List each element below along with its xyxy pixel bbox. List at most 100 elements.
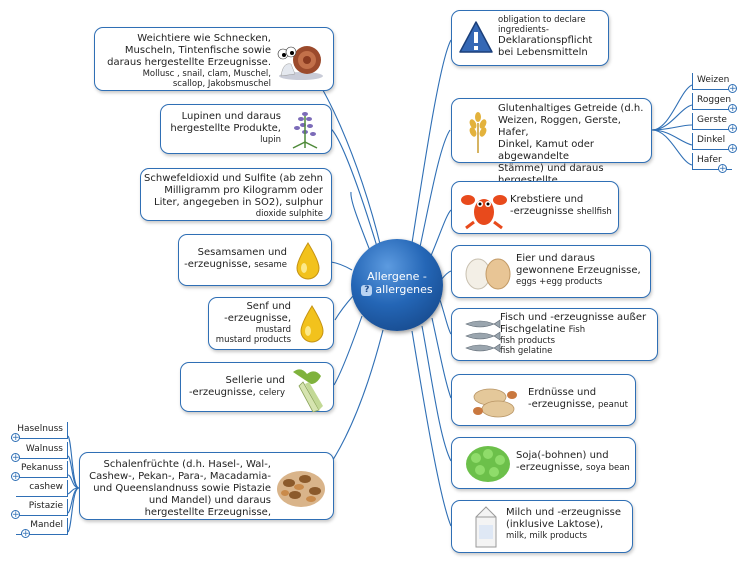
sesame-text-en: sesame — [254, 260, 287, 270]
subtopic-haselnuss[interactable]: Haselnuss — [11, 422, 68, 439]
sulphites-text-1: Schwefeldioxid und Sulfite (ab zehn — [144, 173, 323, 184]
topic-fish[interactable]: Fisch und -erzeugnisse außer Fischgelati… — [451, 308, 658, 361]
subtopic-roggen[interactable]: Roggen — [692, 93, 732, 110]
topic-lupin[interactable]: Lupinen und daraus hergestellte Produkte… — [160, 104, 332, 154]
branch-celery — [333, 315, 363, 386]
declaration-text-4: bei Lebensmitteln — [498, 47, 588, 58]
topic-sulphites[interactable]: Schwefeldioxid und Sulfite (ab zehn Mill… — [140, 168, 332, 221]
soy-text-en: soya bean — [586, 463, 630, 473]
molluscs-text-4: Mollusc , snail, clam, Muschel, — [142, 69, 271, 79]
peanut-text-en: peanut — [598, 400, 628, 410]
nuts-text-4: und Mandel) und daraus — [148, 495, 271, 506]
topic-mustard[interactable]: Senf und -erzeugnisse, mustard mustard p… — [208, 297, 334, 350]
eggs-text-3: eggs +egg products — [516, 277, 603, 287]
celery-text-2: -erzeugnisse, — [188, 387, 256, 398]
fish-text-3: fish products — [500, 336, 555, 346]
subtopic-gerste[interactable]: Gerste — [692, 113, 732, 130]
crustaceans-text-1: Krebstiere und — [510, 194, 584, 205]
fish-text-4: fish gelatine — [500, 346, 553, 356]
expand-plus-icon[interactable]: + — [11, 453, 20, 463]
milk-text-1: Milch und -erzeugnisse — [506, 507, 622, 518]
topic-sesame[interactable]: Sesamsamen und -erzeugnisse, sesame — [178, 234, 332, 286]
topic-soy[interactable]: Soja(-bohnen) und -erzeugnisse, soya bea… — [451, 437, 636, 489]
subtopic-weizen[interactable]: Weizen — [692, 73, 732, 90]
branch-soy — [421, 325, 452, 462]
expand-plus-icon[interactable]: + — [728, 124, 737, 134]
topic-nuts[interactable]: Schalenfrüchte (d.h. Hasel-, Wal-, Cashe… — [79, 452, 334, 520]
soy-text-1: Soja(-bohnen) und — [516, 450, 609, 461]
declaration-text-1: obligation to declare — [498, 15, 586, 25]
lupin-text-3: lupin — [260, 135, 281, 145]
topic-peanut[interactable]: Erdnüsse und -erzeugnisse, peanut — [451, 374, 636, 426]
soy-text-2: -erzeugnisse, — [516, 462, 583, 473]
central-topic-line1: Allergene - — [367, 270, 427, 283]
milk-text-2: (inklusive Laktose), — [506, 519, 604, 530]
celery-text-1: Sellerie und — [225, 375, 285, 386]
subtopic-hafer[interactable]: Hafer — [692, 153, 732, 170]
fish-icon — [465, 319, 501, 353]
expand-plus-icon[interactable]: + — [718, 164, 727, 174]
sulphites-text-4: dioxide sulphite — [255, 209, 323, 219]
mustard-text-2: -erzeugnisse, — [224, 313, 291, 324]
topic-milk[interactable]: Milch und -erzeugnisse (inklusive Laktos… — [451, 500, 633, 553]
expand-plus-icon[interactable]: + — [11, 472, 20, 482]
subtopic-pistazie[interactable]: Pistazie — [16, 499, 68, 516]
subtopic-mandel[interactable]: Mandel — [16, 518, 68, 535]
gluten-text-1: Glutenhaltiges Getreide (d.h. — [498, 103, 644, 114]
milk-carton-icon — [475, 506, 497, 548]
nuts-text-5: hergestellte Erzeugnisse, — [144, 507, 271, 518]
topic-crustaceans[interactable]: Krebstiere und -erzeugnisse shellfish — [451, 181, 619, 234]
expand-plus-icon[interactable]: + — [728, 104, 737, 114]
topic-declaration[interactable]: obligation to declare ingredients- Dekla… — [451, 10, 609, 66]
subtopic-dinkel[interactable]: Dinkel — [692, 133, 732, 150]
branch-mustard — [334, 295, 354, 321]
molluscs-text-5: scallop, Jakobsmuschel — [172, 79, 271, 89]
sesame-text-2: -erzeugnisse, — [184, 259, 251, 270]
topic-celery[interactable]: Sellerie und -erzeugnisse, celery — [180, 362, 334, 412]
peanut-text-2: -erzeugnisse, — [528, 399, 595, 410]
branch-peanut — [431, 317, 452, 399]
subtopic-pekanuss[interactable]: Pekanuss — [16, 461, 68, 478]
expand-plus-icon[interactable]: + — [11, 510, 20, 520]
branch-gluten — [419, 129, 451, 248]
question-icon: ? — [361, 284, 373, 296]
molluscs-text-2: Muscheln, Tintenfische sowie — [124, 45, 271, 56]
expand-plus-icon[interactable]: + — [21, 529, 30, 539]
sesame-text-1: Sesamsamen und — [197, 247, 287, 258]
lobster-icon — [461, 195, 507, 230]
topic-gluten[interactable]: Glutenhaltiges Getreide (d.h. Weizen, Ro… — [451, 98, 652, 198]
milk-text-3: milk, milk products — [506, 531, 588, 541]
lupin-text-2: hergestellte Produkte, — [170, 123, 281, 134]
celery-icon — [293, 369, 323, 412]
expand-plus-icon[interactable]: + — [11, 433, 20, 443]
warning-icon — [459, 21, 493, 53]
expand-plus-icon[interactable]: + — [728, 84, 737, 94]
soybean-icon — [466, 446, 510, 482]
central-topic[interactable]: Allergene - ?allergenes — [351, 239, 443, 331]
branch-lupin — [329, 127, 379, 251]
declaration-text-3: Deklarationspflicht — [498, 35, 593, 46]
mustard-text-1: Senf und — [246, 301, 291, 312]
mustard-text-4: mustard products — [215, 335, 291, 345]
branch-declaration — [411, 39, 452, 244]
crustaceans-text-en: shellfish — [576, 207, 612, 217]
gluten-text-4: Stämme) und daraus hergestellte — [498, 163, 604, 186]
lupin-flower-icon — [292, 112, 318, 149]
snail-icon — [277, 46, 323, 80]
nuts-icon — [277, 471, 325, 507]
nuts-text-2: Cashew-, Pekan-, Para-, Macadamia- — [89, 471, 271, 482]
subtopic-cashew[interactable]: cashew — [16, 480, 68, 497]
mustard-text-3: mustard — [255, 325, 291, 335]
nuts-text-1: Schalenfrüchte (d.h. Hasel-, Wal-, — [103, 459, 271, 470]
expand-plus-icon[interactable]: + — [728, 144, 737, 154]
eggs-text-1: Eier und daraus — [516, 253, 596, 264]
lupin-text-1: Lupinen und daraus — [181, 111, 281, 122]
subtopic-walnuss[interactable]: Walnuss — [16, 442, 68, 459]
topic-eggs[interactable]: Eier und daraus gewonnene Erzeugnisse, e… — [451, 245, 651, 298]
fish-text-en: Fish — [568, 325, 586, 335]
central-topic-line2: allergenes — [375, 283, 433, 296]
branch-crustaceans — [429, 209, 452, 259]
topic-molluscs[interactable]: Weichtiere wie Schnecken, Muscheln, Tint… — [94, 27, 334, 91]
oil-drop-icon — [300, 305, 324, 343]
